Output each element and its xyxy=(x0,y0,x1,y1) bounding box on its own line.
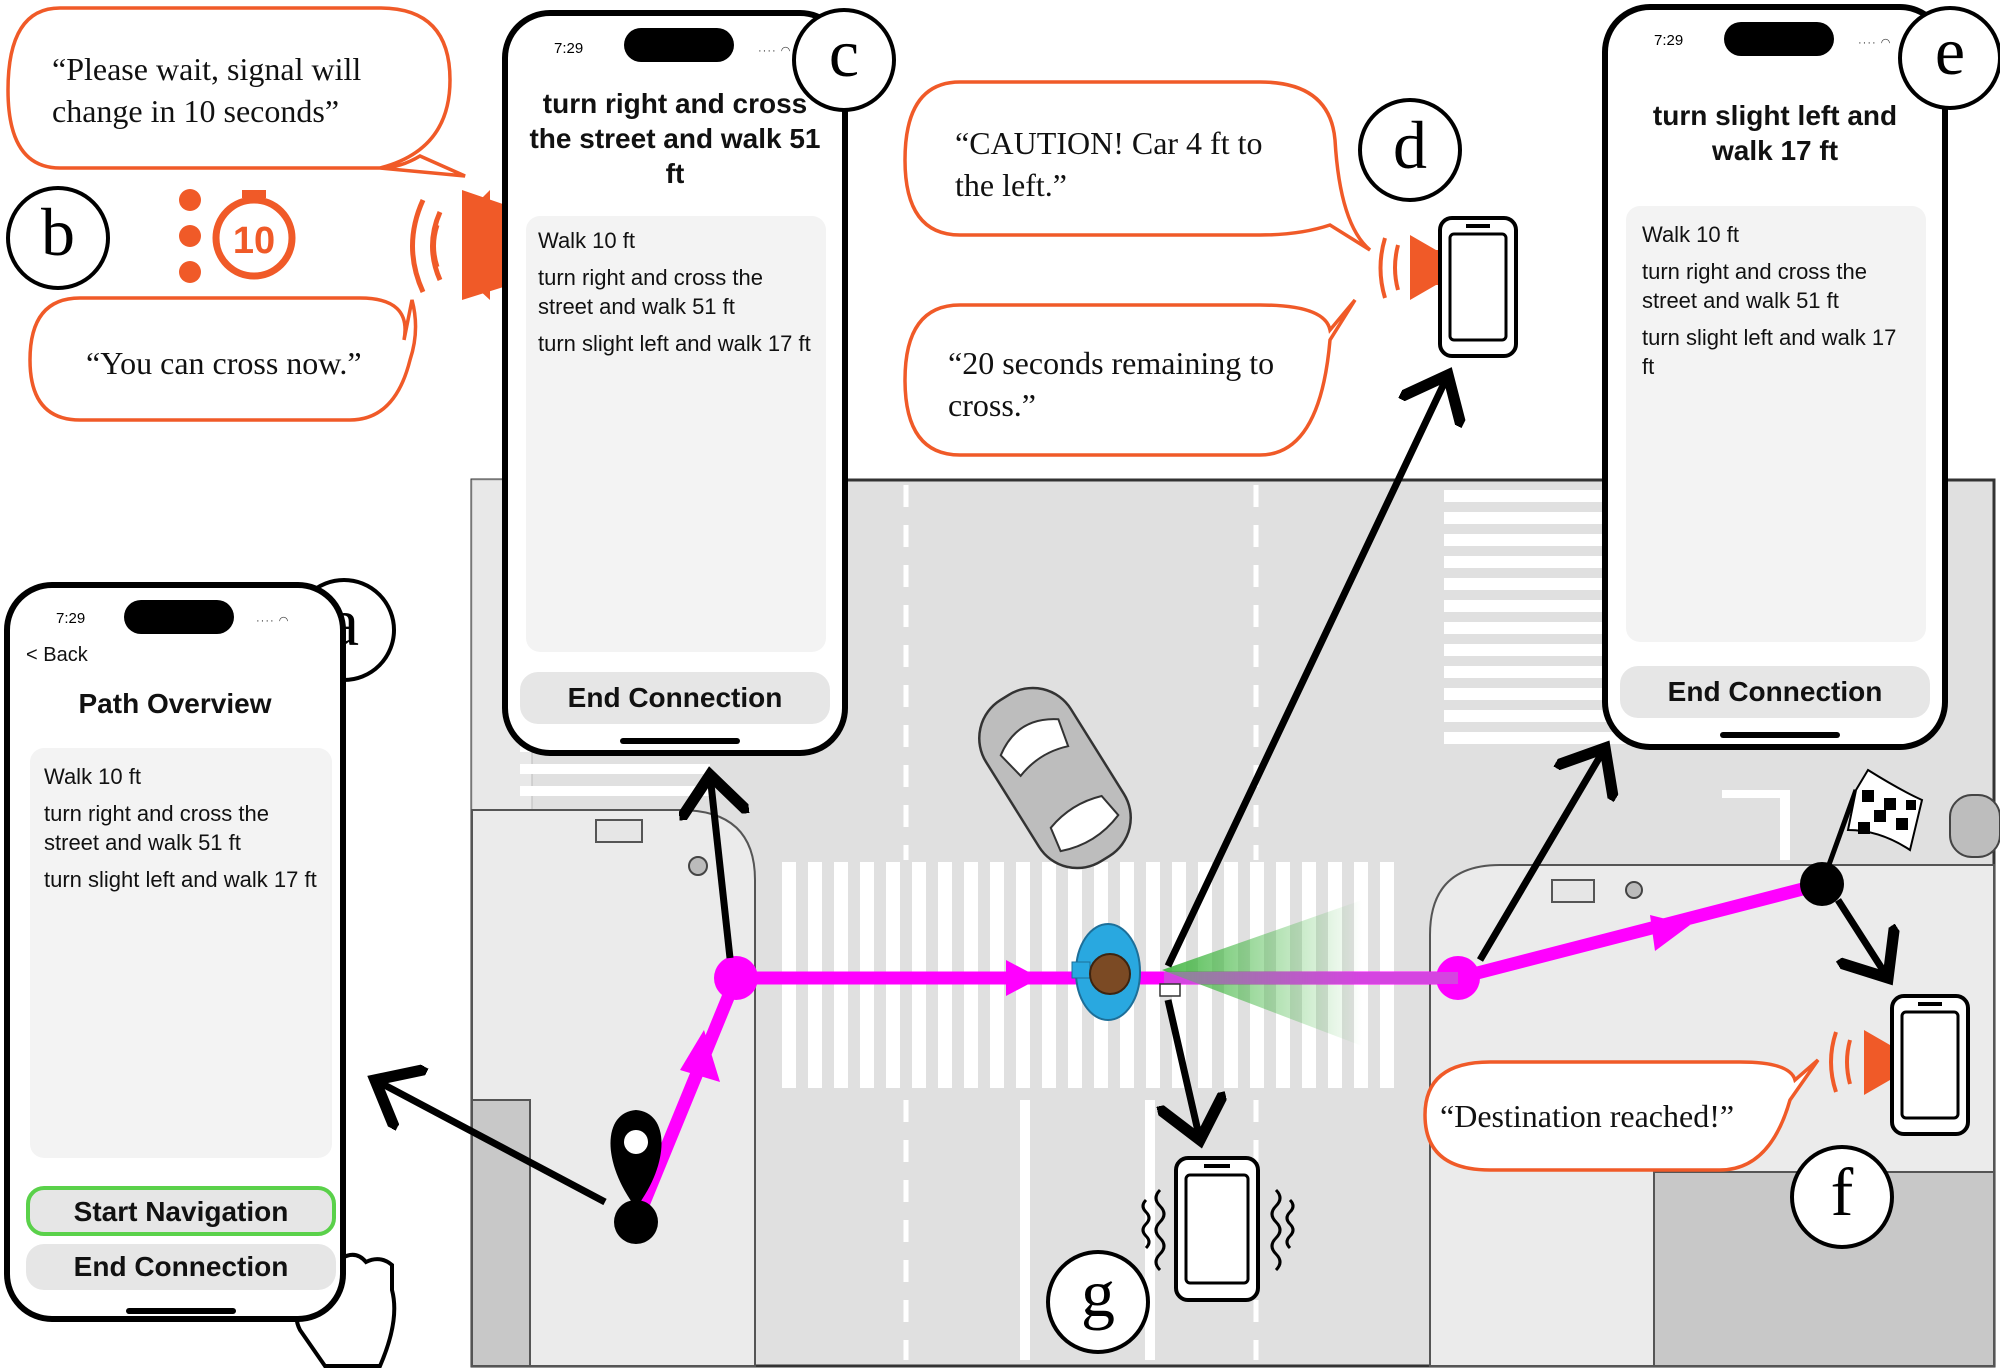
home-indicator xyxy=(620,738,740,744)
current-instruction: turn slight left and walk 17 ft xyxy=(1652,100,1898,166)
phone-icon-d xyxy=(1438,216,1518,358)
signal-wifi-icon: ···· ◠ xyxy=(758,45,792,57)
signal-wifi-icon: ···· ◠ xyxy=(256,615,290,627)
signal-wifi-icon: ···· ◠ xyxy=(1858,37,1892,49)
quote-time-remaining: “20 seconds remaining to cross.” xyxy=(948,345,1275,423)
label-g: g xyxy=(1046,1250,1150,1354)
step-item: Walk 10 ft xyxy=(1642,222,1739,247)
dynamic-island xyxy=(1724,22,1834,56)
step-item: turn right and cross the street and walk… xyxy=(1642,259,1868,313)
steps-list: Walk 10 ft turn right and cross the stre… xyxy=(30,748,332,1158)
step-item: turn slight left and walk 17 ft xyxy=(538,331,811,356)
dynamic-island xyxy=(124,600,234,634)
label-d: d xyxy=(1358,98,1462,202)
label-f: f xyxy=(1790,1145,1894,1249)
crosswalk-top xyxy=(1444,490,1640,744)
destination-flag-icon xyxy=(1800,768,1924,906)
connector-arrows xyxy=(375,375,1888,1206)
home-indicator xyxy=(1720,732,1840,738)
phone-icon-f xyxy=(1890,994,1970,1136)
timer-value: 10 xyxy=(233,220,275,262)
start-navigation-button[interactable]: Start Navigation xyxy=(26,1186,336,1236)
phone-path-overview: 7:29 ···· ◠ < Back Path Overview Walk 10… xyxy=(4,582,346,1322)
label-e: e xyxy=(1898,6,2000,110)
status-time: 7:29 xyxy=(554,40,584,57)
quote-destination-reached: “Destination reached!” xyxy=(1440,1098,1735,1134)
phone-navigation-final-step: 7:29 ···· ◠ turn slight left and walk 17… xyxy=(1602,4,1948,750)
step-item: turn slight left and walk 17 ft xyxy=(1642,325,1897,379)
step-item: Walk 10 ft xyxy=(538,228,635,253)
phone-icon-g-vibrating xyxy=(1141,1156,1295,1302)
countdown-timer-icon: 10 xyxy=(179,189,296,283)
step-item: turn slight left and walk 17 ft xyxy=(44,867,317,892)
back-button[interactable]: < Back xyxy=(26,644,88,666)
quote-cross-now: “You can cross now.” xyxy=(86,345,362,381)
status-time: 7:29 xyxy=(1654,32,1684,49)
speech-bubbles xyxy=(6,6,1820,1172)
status-time: 7:29 xyxy=(56,610,86,627)
quote-wait-signal: “Please wait, signal will change in 10 s… xyxy=(52,51,362,129)
home-indicator xyxy=(126,1308,236,1314)
start-location-pin-icon xyxy=(610,1110,662,1244)
end-connection-button[interactable]: End Connection xyxy=(520,672,830,724)
pedestrian-icon xyxy=(1071,923,1181,1021)
steps-list: Walk 10 ft turn right and cross the stre… xyxy=(1626,206,1926,642)
phone-navigation-step: 7:29 ···· ◠ turn right and cross the str… xyxy=(502,10,848,756)
dynamic-island xyxy=(624,28,734,62)
step-item: turn right and cross the street and walk… xyxy=(44,801,270,855)
label-c: c xyxy=(792,8,896,112)
end-connection-button[interactable]: End Connection xyxy=(1620,666,1930,718)
steps-list: Walk 10 ft turn right and cross the stre… xyxy=(526,216,826,652)
step-item: Walk 10 ft xyxy=(44,764,141,789)
car-icon xyxy=(978,686,1132,870)
current-instruction: turn right and cross the street and walk… xyxy=(529,88,821,189)
step-item: turn right and cross the street and walk… xyxy=(538,265,764,319)
end-connection-button[interactable]: End Connection xyxy=(26,1244,336,1290)
quote-caution-car: “CAUTION! Car 4 ft to the left.” xyxy=(955,125,1263,203)
page-title: Path Overview xyxy=(78,688,272,719)
label-b: b xyxy=(6,186,110,290)
